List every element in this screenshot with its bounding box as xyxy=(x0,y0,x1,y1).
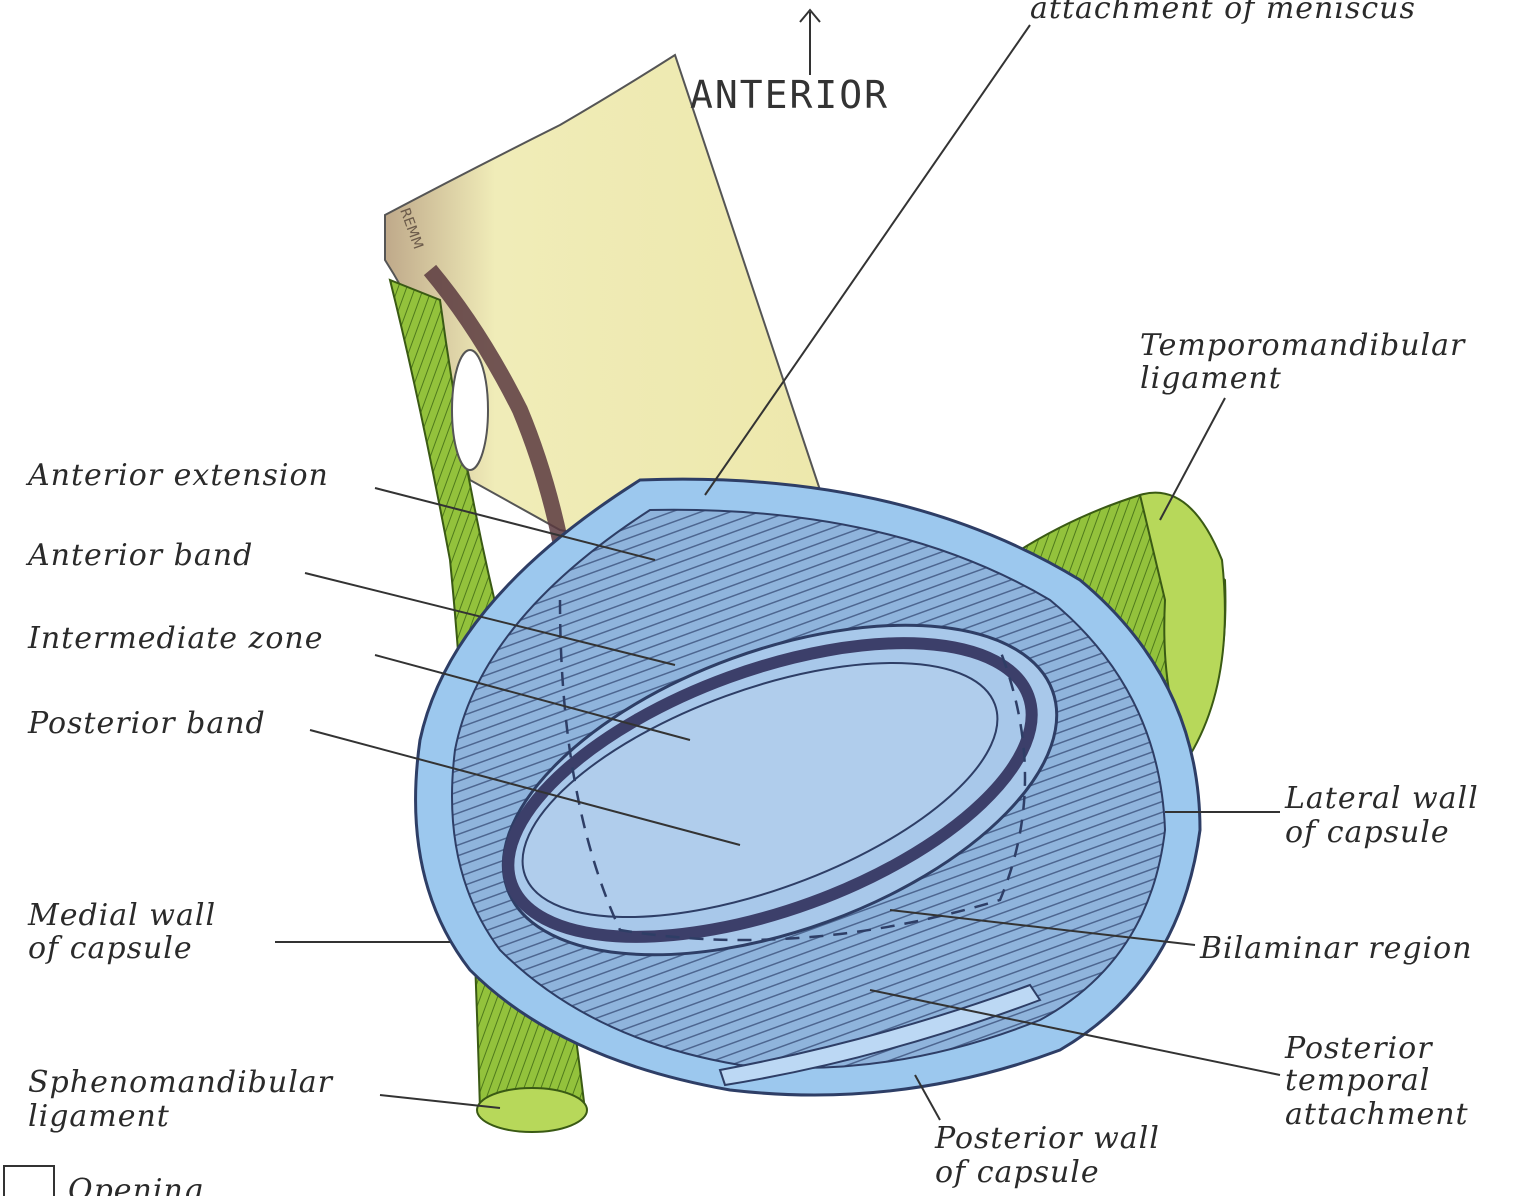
intermediate-zone-label: Intermediate zone xyxy=(27,621,324,656)
lateral-wall-label-2: of capsule xyxy=(1285,815,1450,850)
sphenomandibular-label-1: Sphenomandibular xyxy=(28,1065,334,1100)
leader-temporomandibular xyxy=(1160,398,1225,520)
posterior-wall-label-2: of capsule xyxy=(935,1155,1100,1190)
sphenomandibular-label-2: ligament xyxy=(28,1099,170,1134)
anterior-extension-label: Anterior extension xyxy=(25,458,329,493)
temporomandibular-label-2: ligament xyxy=(1140,361,1282,396)
posterior-temporal-label-2: temporal xyxy=(1285,1063,1430,1098)
bilaminar-region-label: Bilaminar region xyxy=(1199,931,1473,966)
medial-wall-label-1: Medial wall xyxy=(27,898,216,933)
posterior-temporal-label-3: attachment xyxy=(1285,1097,1469,1132)
posterior-wall-label-1: Posterior wall xyxy=(934,1121,1160,1156)
top-cut-label: attachment of meniscus xyxy=(1030,0,1416,26)
posterior-temporal-label-1: Posterior xyxy=(1284,1031,1433,1066)
bone-foramen xyxy=(452,350,488,470)
anterior-band-label: Anterior band xyxy=(25,538,253,573)
bottom-cut-caption: Opening… xyxy=(68,1173,235,1196)
medial-wall-label-2: of capsule xyxy=(28,931,193,966)
temporomandibular-label-1: Temporomandibular xyxy=(1140,328,1466,363)
posterior-band-label: Posterior band xyxy=(27,706,266,741)
anterior-label: ANTERIOR xyxy=(690,73,889,117)
lateral-wall-label-1: Lateral wall xyxy=(1284,781,1479,816)
bottom-caption-marker xyxy=(4,1166,54,1196)
sphenomandibular-cut-end xyxy=(477,1088,587,1132)
